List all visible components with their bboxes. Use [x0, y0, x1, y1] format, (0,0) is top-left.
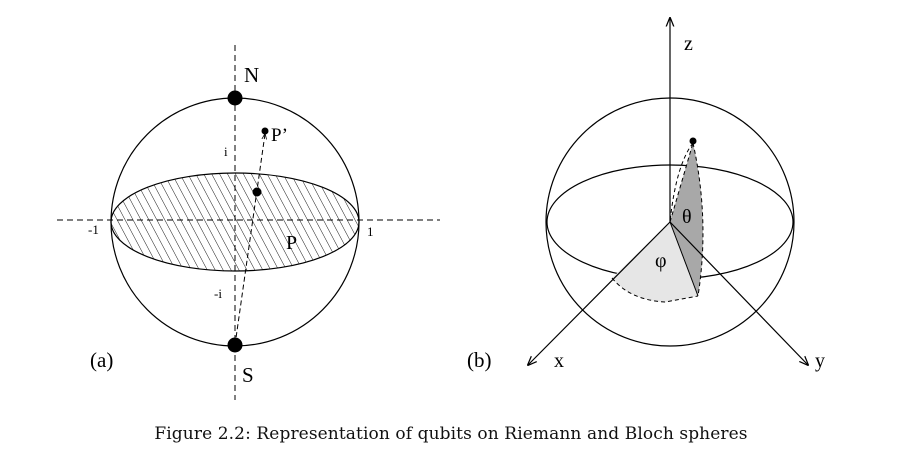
projection-line — [234, 134, 265, 346]
tick-label-1: 1 — [367, 224, 374, 239]
north-pole-dot — [227, 90, 243, 106]
theta-wedge-inner — [669, 142, 694, 223]
y-axis — [669, 221, 808, 365]
panel-b-label: (b) — [467, 348, 492, 372]
figure-caption: Figure 2.2: Representation of qubits on … — [154, 424, 748, 444]
angle-theta-label: θ — [682, 206, 692, 228]
tick-label-i: i — [224, 144, 228, 159]
axis-x-label: x — [554, 350, 564, 372]
plane-point-dot — [252, 187, 262, 197]
point-p-label: P — [286, 232, 297, 254]
tick-label-neg-1: -1 — [88, 222, 99, 237]
axis-z-label: z — [684, 33, 693, 55]
point-p-prime-label: P’ — [271, 125, 288, 146]
sphere-point-dot — [261, 127, 269, 135]
phi-wedge-arc — [611, 277, 699, 303]
state-projection-line — [669, 221, 699, 297]
riemann-sphere-diagram: N S P’ P i -i -1 1 (a) — [57, 45, 440, 400]
phi-wedge — [612, 222, 698, 302]
theta-wedge — [670, 143, 703, 296]
theta-wedge-arc — [692, 142, 704, 297]
axis-y-label: y — [815, 350, 825, 372]
south-pole-label: S — [242, 363, 254, 387]
x-axis — [528, 221, 671, 365]
angle-phi-label: φ — [655, 250, 667, 272]
state-point-dot — [689, 137, 697, 145]
bloch-sphere-diagram: z x y θ φ (b) — [467, 18, 825, 372]
tick-label-neg-i: -i — [214, 286, 222, 301]
north-pole-label: N — [244, 63, 259, 87]
panel-a-label: (a) — [90, 348, 113, 372]
south-pole-dot — [227, 337, 243, 353]
